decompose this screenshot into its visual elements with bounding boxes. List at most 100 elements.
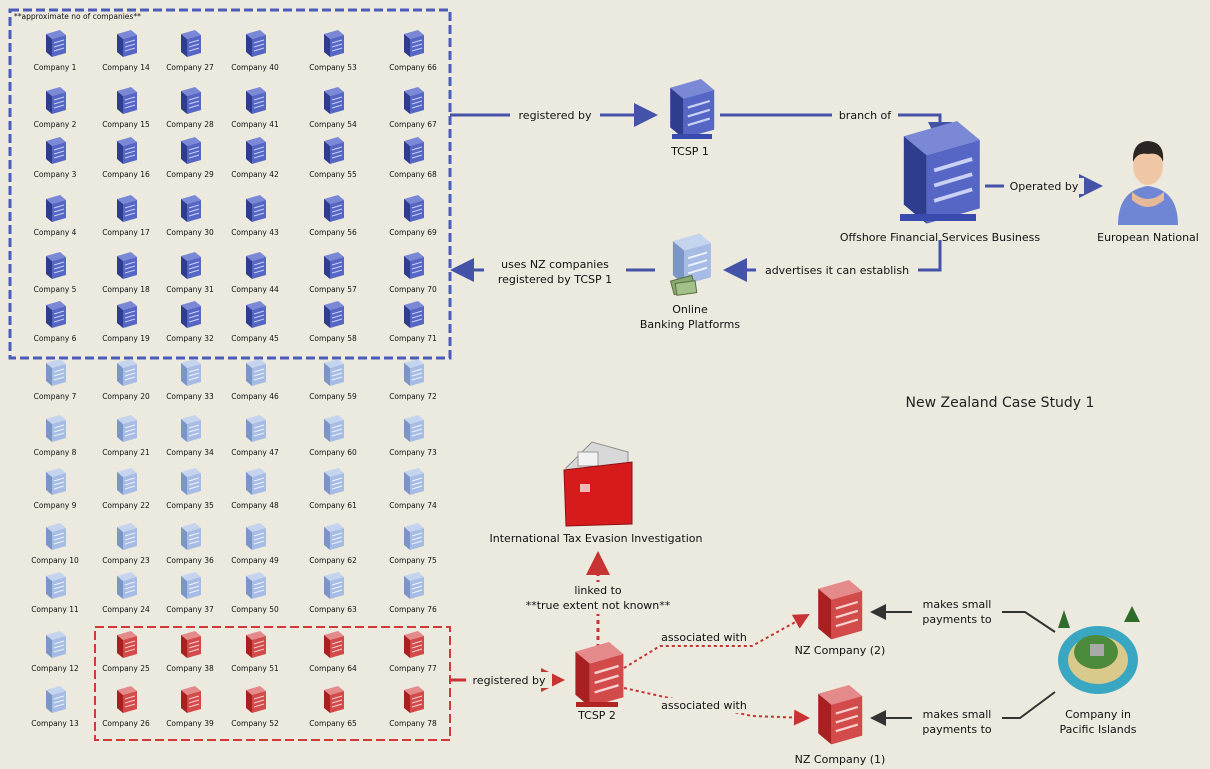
edge-label-operated-by: Operated by	[1010, 180, 1079, 193]
company-node: Company 75	[389, 522, 437, 565]
company-node: Company 30	[166, 194, 214, 237]
company-building-icon	[45, 522, 67, 551]
company-label: Company 2	[34, 120, 77, 129]
company-label: Company 66	[389, 63, 437, 72]
company-building-icon	[403, 630, 425, 659]
company-node: Company 17	[102, 194, 150, 237]
company-label: Company 32	[166, 334, 214, 343]
tcsp-2-building-icon	[574, 640, 625, 708]
company-label: Company 9	[34, 501, 77, 510]
company-node: Company 64	[309, 630, 357, 673]
company-building-icon	[116, 467, 138, 496]
company-building-icon	[180, 630, 202, 659]
edge-label-makes-small-2-line1: makes small	[923, 598, 992, 611]
company-building-icon	[245, 358, 267, 387]
company-building-icon	[403, 194, 425, 223]
company-building-icon	[245, 136, 267, 165]
blue-company-group	[8, 8, 452, 360]
company-building-icon	[180, 571, 202, 600]
company-label: Company 4	[34, 228, 77, 237]
company-building-icon	[45, 136, 67, 165]
company-node: Company 54	[309, 86, 357, 129]
company-building-icon	[116, 630, 138, 659]
company-building-icon	[45, 467, 67, 496]
company-label: Company 6	[34, 334, 77, 343]
company-label: Company 39	[166, 719, 214, 728]
company-label: Company 34	[166, 448, 214, 457]
company-building-icon	[45, 630, 67, 659]
company-building-icon	[403, 136, 425, 165]
edge-label-registered-by-1: registered by	[519, 109, 592, 122]
company-node: Company 74	[389, 467, 437, 510]
company-label: Company 52	[231, 719, 279, 728]
company-node: Company 25	[102, 630, 150, 673]
company-building-icon	[116, 685, 138, 714]
company-building-icon	[116, 571, 138, 600]
company-node: Company 22	[102, 467, 150, 510]
company-label: Company 44	[231, 285, 279, 294]
company-label: Company 60	[309, 448, 357, 457]
company-label: Company 57	[309, 285, 357, 294]
company-node: Company 26	[102, 685, 150, 728]
company-label: Company 30	[166, 228, 214, 237]
company-building-icon	[116, 194, 138, 223]
company-node: Company 27	[166, 29, 214, 72]
company-node: Company 7	[34, 358, 77, 401]
company-node: Company 31	[166, 251, 214, 294]
company-building-icon	[403, 300, 425, 329]
company-node: Company 66	[389, 29, 437, 72]
company-node: Company 78	[389, 685, 437, 728]
company-label: Company 20	[102, 392, 150, 401]
company-node: Company 3	[34, 136, 77, 179]
company-node: Company 34	[166, 414, 214, 457]
company-node: Company 16	[102, 136, 150, 179]
company-building-icon	[180, 194, 202, 223]
company-node: Company 24	[102, 571, 150, 614]
company-node: Company 38	[166, 630, 214, 673]
company-label: Company 33	[166, 392, 214, 401]
company-building-icon	[180, 86, 202, 115]
company-node: Company 60	[309, 414, 357, 457]
company-node: Company 69	[389, 194, 437, 237]
company-node: Company 37	[166, 571, 214, 614]
company-node: Company 41	[231, 86, 279, 129]
company-building-icon	[245, 571, 267, 600]
company-node: Company 49	[231, 522, 279, 565]
edge-label-linked-to-line2: **true extent not known**	[526, 599, 671, 612]
edge-associated-with-1	[623, 687, 810, 726]
company-building-icon	[116, 136, 138, 165]
company-building-icon	[323, 414, 345, 443]
node-nz-company-1: NZ Company (1)	[795, 753, 886, 766]
company-building-icon	[403, 358, 425, 387]
company-building-icon	[45, 300, 67, 329]
edge-label-associated-with-1: associated with	[661, 699, 747, 712]
node-pacific-line2: Pacific Islands	[1060, 723, 1137, 736]
company-node: Company 52	[231, 685, 279, 728]
company-node: Company 12	[31, 630, 79, 673]
company-label: Company 37	[166, 605, 214, 614]
company-label: Company 5	[34, 285, 77, 294]
company-node: Company 8	[34, 414, 77, 457]
edge-label-advertises: advertises it can establish	[765, 264, 909, 277]
group-note: **approximate no of companies**	[14, 12, 141, 21]
company-building-icon	[180, 467, 202, 496]
company-label: Company 8	[34, 448, 77, 457]
edge-label-branch-of: branch of	[839, 109, 892, 122]
diagram-title: New Zealand Case Study 1	[906, 395, 1095, 411]
company-node: Company 5	[34, 251, 77, 294]
company-node: Company 11	[31, 571, 79, 614]
company-building-icon	[45, 29, 67, 58]
company-label: Company 72	[389, 392, 437, 401]
company-label: Company 31	[166, 285, 214, 294]
company-node: Company 20	[102, 358, 150, 401]
company-label: Company 73	[389, 448, 437, 457]
company-node: Company 13	[31, 685, 79, 728]
edge-label-makes-small-2-line2: payments to	[922, 613, 992, 626]
company-label: Company 21	[102, 448, 150, 457]
company-building-icon	[245, 251, 267, 280]
company-label: Company 36	[166, 556, 214, 565]
company-building-icon	[403, 414, 425, 443]
company-label: Company 47	[231, 448, 279, 457]
company-building-icon	[323, 358, 345, 387]
company-label: Company 74	[389, 501, 437, 510]
